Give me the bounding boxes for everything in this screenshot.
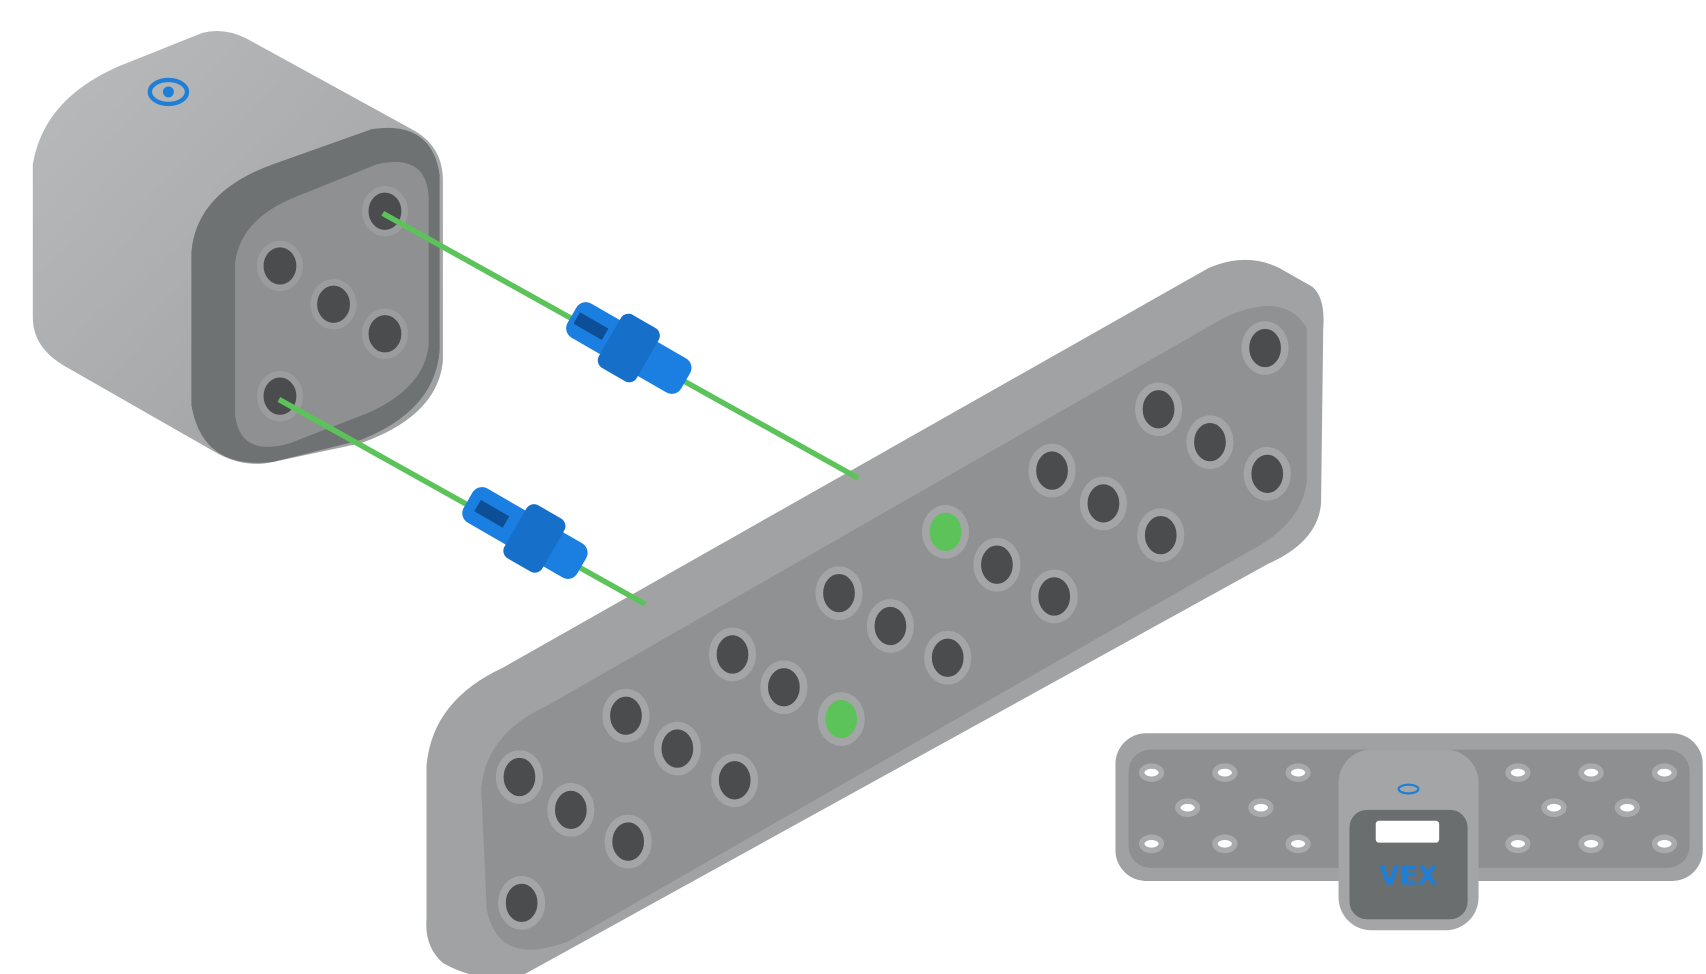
sensor xyxy=(32,31,443,464)
beam-hole xyxy=(498,876,546,930)
beam xyxy=(426,260,1324,974)
beam-hole xyxy=(1030,569,1078,624)
alignment-hole xyxy=(922,505,970,559)
beam-hole xyxy=(1285,763,1311,782)
beam-hole xyxy=(1138,763,1165,782)
beam-hole xyxy=(1212,763,1238,782)
vex-logo-icon xyxy=(1397,783,1420,795)
beam-hole xyxy=(1028,443,1076,498)
beam-hole xyxy=(760,660,808,715)
connector-pin xyxy=(566,302,692,394)
beam-hole xyxy=(1285,834,1311,854)
beam-hole xyxy=(815,566,863,620)
beam-hole xyxy=(1505,834,1531,854)
alignment-hole xyxy=(817,692,865,746)
beam-hole xyxy=(924,630,972,685)
connector-pin xyxy=(462,487,588,579)
beam-hole xyxy=(653,721,701,776)
sensor-logo-text: VEX xyxy=(1379,861,1437,891)
beam-hole xyxy=(1212,834,1238,854)
assembled-view-inset: VEX xyxy=(1115,733,1703,931)
beam-hole xyxy=(1243,447,1291,501)
beam-hole xyxy=(1175,798,1201,817)
beam-hole xyxy=(1138,834,1165,854)
beam-hole xyxy=(1614,798,1640,817)
beam-hole xyxy=(1137,508,1185,562)
beam-hole xyxy=(711,753,759,808)
beam-holes xyxy=(495,321,1291,930)
beam-hole xyxy=(604,814,652,869)
alignment-guide-line xyxy=(277,397,647,607)
beam-hole xyxy=(1651,763,1678,782)
beam-hole xyxy=(1505,763,1531,782)
beam-hole xyxy=(973,537,1021,592)
beam-hole xyxy=(495,750,543,804)
beam-hole xyxy=(547,783,595,837)
beam-hole xyxy=(1186,415,1234,469)
beam-hole xyxy=(866,599,914,653)
beam-hole xyxy=(1541,798,1567,817)
beam-hole xyxy=(1248,798,1274,817)
beam-hole xyxy=(1578,763,1604,782)
beam-hole xyxy=(602,688,650,743)
beam-hole xyxy=(1241,321,1289,375)
beam-hole xyxy=(1135,382,1183,437)
beam-hole xyxy=(1651,834,1678,854)
beam-hole xyxy=(708,627,756,682)
beam-hole xyxy=(1079,476,1127,531)
beam-hole xyxy=(1578,834,1604,854)
vex-logo-icon xyxy=(147,77,190,107)
